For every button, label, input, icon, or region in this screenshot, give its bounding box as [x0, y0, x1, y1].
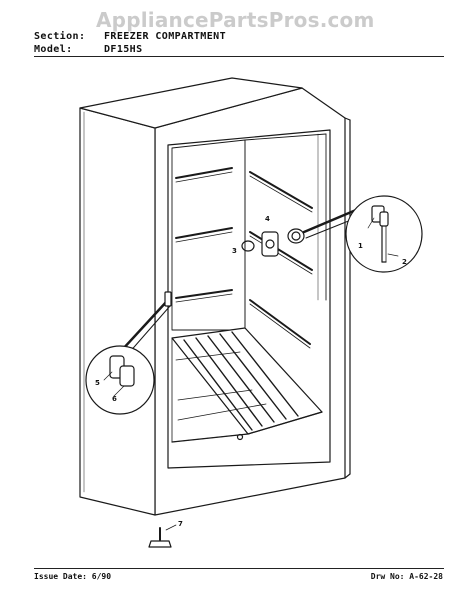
- bottom-wire-basket: [171, 327, 323, 443]
- callout-2: 2: [402, 258, 407, 266]
- right-callout-detail: [345, 195, 423, 273]
- left-callout-detail: [85, 291, 172, 415]
- drawing-number: Drw No: A-62-28: [370, 572, 443, 581]
- callout-1: 1: [358, 242, 363, 250]
- callout-6: 6: [112, 395, 117, 403]
- callout-5: 5: [95, 379, 100, 387]
- callout-4: 4: [265, 215, 270, 223]
- left-leader: [120, 298, 171, 355]
- section-label: Section:: [34, 31, 86, 42]
- thermostat-bezel-assembly: [241, 228, 305, 257]
- footer-divider: [34, 568, 444, 569]
- leveling-leg: [148, 524, 177, 548]
- model-value: DF15HS: [104, 44, 143, 55]
- section-header: Section: FREEZER COMPARTMENT: [34, 31, 226, 42]
- right-shelf-rails: [249, 171, 313, 349]
- watermark-text: AppliancePartsPros.com: [96, 8, 375, 32]
- model-label: Model:: [34, 44, 73, 55]
- callout-7: 7: [178, 520, 183, 528]
- model-header: Model: DF15HS: [34, 44, 143, 55]
- issue-date: Issue Date: 6/90: [34, 572, 112, 581]
- section-value: FREEZER COMPARTMENT: [104, 31, 226, 42]
- callout-numbers: 1 2 3 4 5 6 7: [95, 215, 407, 528]
- header-divider: [34, 56, 444, 57]
- callout-3: 3: [232, 247, 237, 255]
- left-shelf-rails: [175, 167, 233, 303]
